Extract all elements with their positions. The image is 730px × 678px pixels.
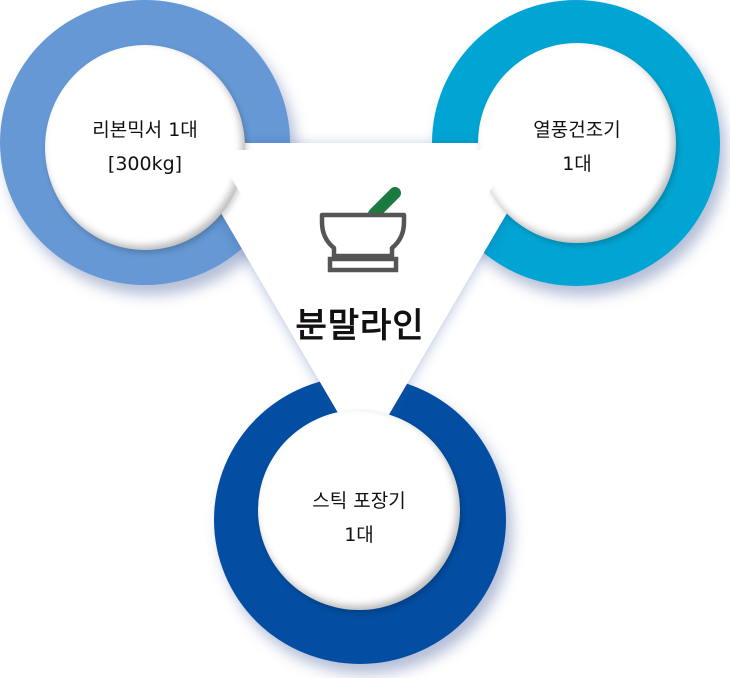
hot-air-dryer-disk — [478, 43, 676, 243]
ribbon-mixer-label: 리본믹서 1대 [300kg] — [45, 113, 245, 181]
stick-packer-name: 스틱 포장기 — [312, 490, 406, 512]
ribbon-mixer-capacity: [300kg] — [107, 153, 183, 175]
stick-packer-label: 스틱 포장기 1대 — [258, 484, 460, 552]
ribbon-mixer-disk — [45, 45, 245, 250]
center-title: 분말라인 — [295, 306, 425, 346]
mortar-pestle-icon — [319, 187, 407, 273]
stick-packer-disk — [258, 410, 460, 610]
stick-packer-count: 1대 — [344, 524, 374, 546]
hot-air-dryer-count: 1대 — [562, 153, 592, 175]
ribbon-mixer-name: 리본믹서 1대 — [92, 119, 198, 141]
hot-air-dryer-name: 열풍건조기 — [533, 119, 621, 141]
hot-air-dryer-label: 열풍건조기 1대 — [478, 113, 676, 181]
